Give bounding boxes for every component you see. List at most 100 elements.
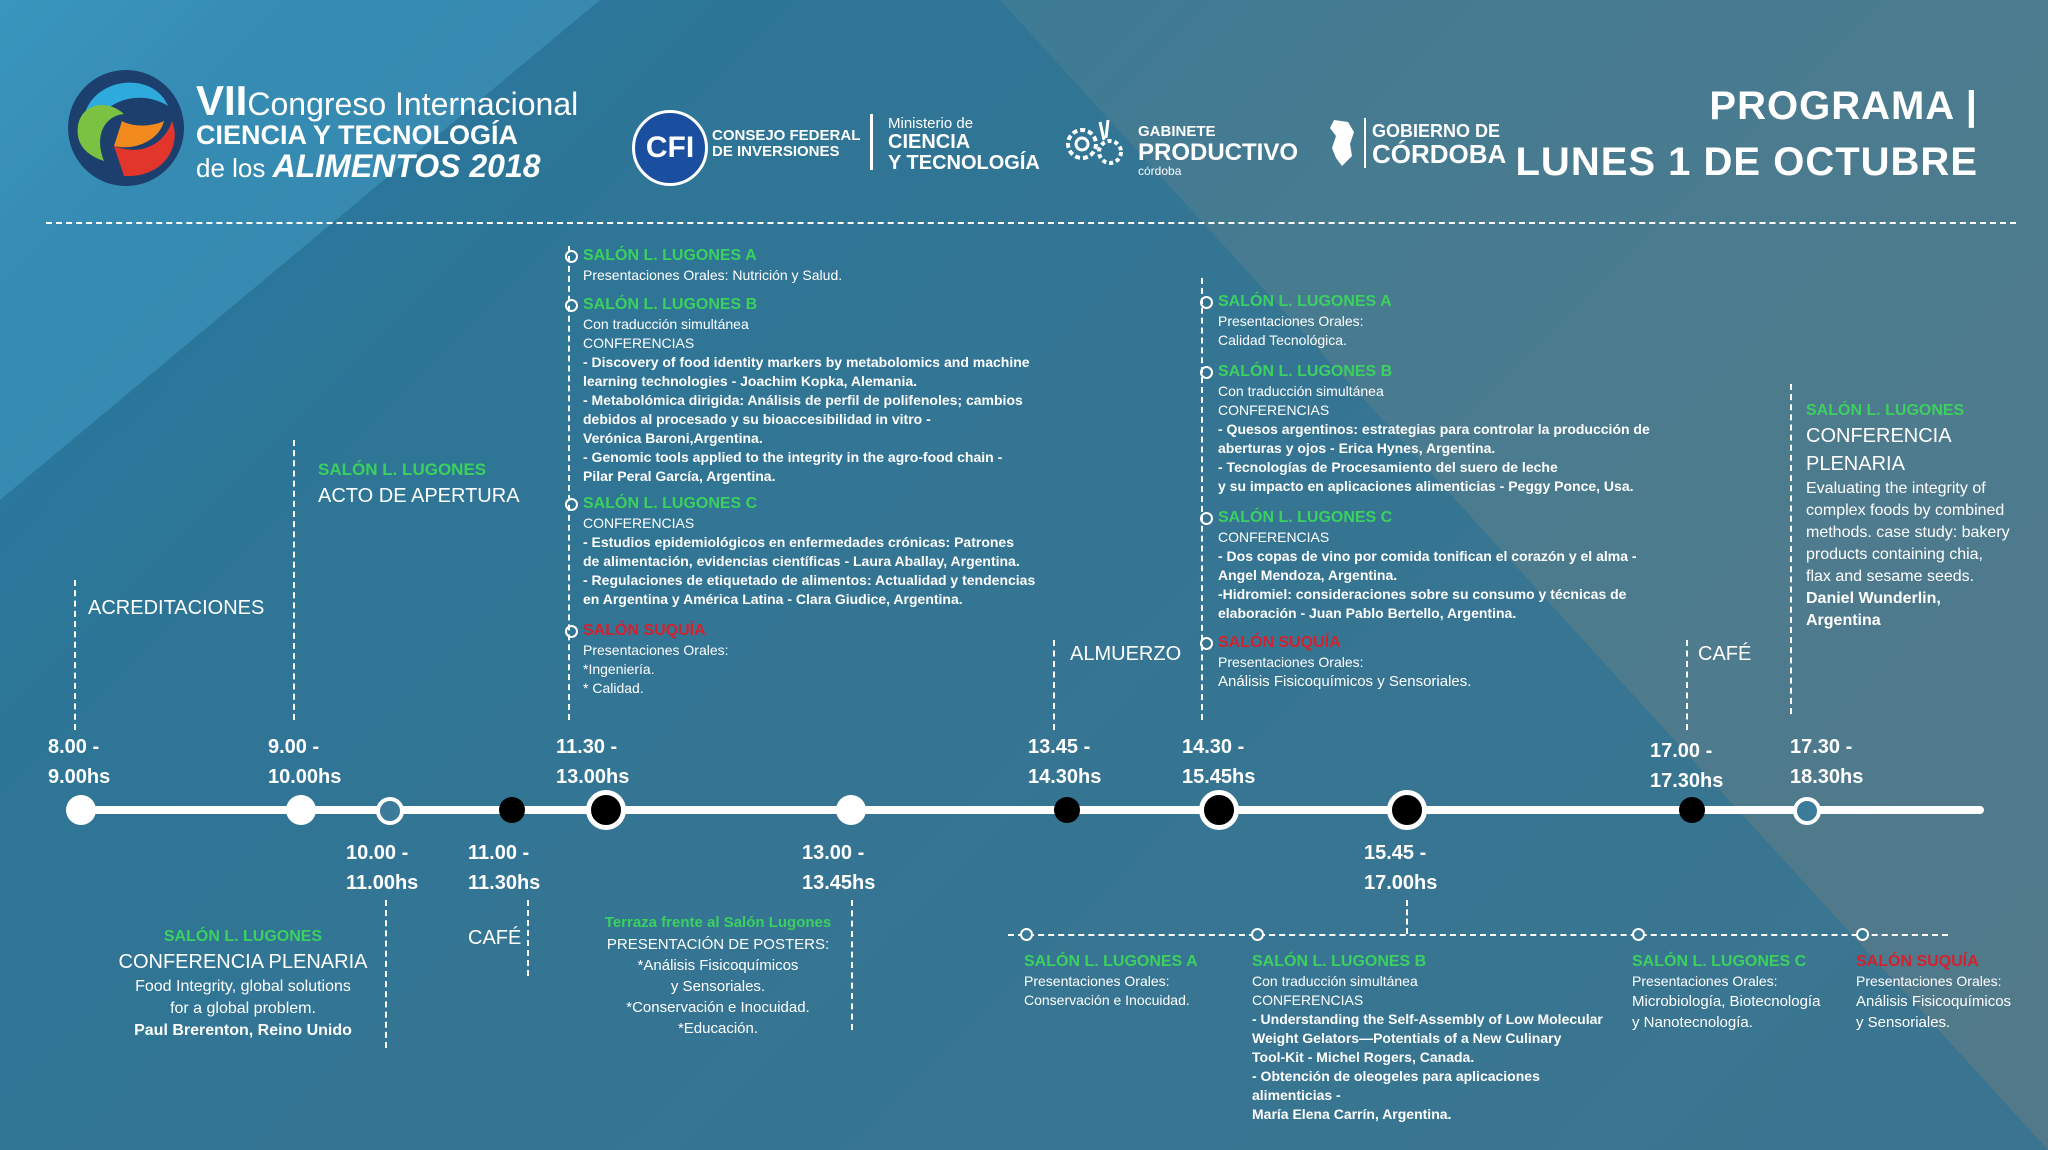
block-1430-b-l6: y su impacto en aplicaciones alimenticia… bbox=[1218, 478, 1634, 494]
timeline-dot-1130 bbox=[586, 790, 626, 830]
event-plenaria2: SALÓN L. LUGONES CONFERENCIA PLENARIA Ev… bbox=[1806, 400, 2036, 632]
time-0900: 9.00 - 10.00hs bbox=[268, 732, 341, 792]
ministerio-text: Ministerio de CIENCIA Y TECNOLOGÍA bbox=[888, 116, 1040, 174]
plenaria2-room: SALÓN L. LUGONES bbox=[1806, 402, 1965, 419]
plenaria1-room: SALÓN L. LUGONES bbox=[163, 928, 323, 945]
block-1430-room-a: SALÓN L. LUGONES A Presentaciones Orales… bbox=[1200, 292, 1688, 350]
time-1300-end: 13.45hs bbox=[802, 872, 876, 894]
logo-numeral: VII bbox=[196, 77, 248, 124]
gobierno-divider bbox=[1364, 118, 1366, 168]
plenaria2-s1: Daniel Wunderlin, bbox=[1806, 590, 1941, 607]
block-1130-s-l2: *Ingeniería. bbox=[583, 661, 655, 677]
logo-line2: CIENCIA Y TECNOLOGÍA bbox=[196, 120, 519, 150]
time-0800-start: 8.00 - bbox=[48, 736, 100, 758]
room-marker-icon bbox=[1251, 928, 1264, 941]
time-1545: 15.45 - 17.00hs bbox=[1364, 838, 1437, 898]
connector-1130 bbox=[568, 246, 570, 720]
block-1130-b-l3: - Discovery of food identity markers by … bbox=[583, 354, 1030, 370]
posters-l4: *Educación. bbox=[677, 1020, 759, 1037]
time-1430: 14.30 -15.45hs bbox=[1182, 732, 1255, 792]
connector-posters bbox=[851, 900, 853, 1030]
block-1545-c-l1: Presentaciones Orales: bbox=[1632, 973, 1778, 989]
time-1300-start: 13.00 - bbox=[802, 842, 865, 864]
ministerio-divider bbox=[870, 114, 873, 170]
block-1130-b-l5: - Metabolómica dirigida: Análisis de per… bbox=[583, 392, 1023, 408]
time-1545-end: 17.00hs bbox=[1364, 872, 1438, 894]
block-1130-b-l4: learning technologies - Joachim Kopka, A… bbox=[583, 373, 918, 389]
block-1130-room-a: SALÓN L. LUGONES A Presentaciones Orales… bbox=[565, 246, 1053, 285]
logo-line3a: de los bbox=[196, 153, 266, 183]
event-plenaria1: SALÓN L. LUGONES CONFERENCIA PLENARIA Fo… bbox=[110, 926, 376, 1042]
posters-room: Terraza frente al Salón Lugones bbox=[604, 914, 832, 931]
event-cafe2: CAFÉ bbox=[1698, 643, 1752, 665]
block-1130-a-l1: Presentaciones Orales: Nutrición y Salud… bbox=[583, 267, 843, 283]
apertura-room: SALÓN L. LUGONES bbox=[318, 460, 487, 479]
block-1545-room-suquia: SALÓN SUQUÍA Presentaciones Orales: Anál… bbox=[1856, 952, 2036, 1033]
timeline-dot-1300 bbox=[836, 795, 866, 825]
block-1130-s-room: SALÓN SUQUÍA bbox=[583, 622, 706, 639]
block-1430-room-c: SALÓN L. LUGONES C CONFERENCIAS - Dos co… bbox=[1200, 508, 1688, 623]
block-1430-b-room: SALÓN L. LUGONES B bbox=[1218, 363, 1393, 380]
plenaria1-title: CONFERENCIA PLENARIA bbox=[118, 951, 368, 973]
connector-1545-horizontal bbox=[1008, 934, 1948, 936]
timeline-dot-1700 bbox=[1679, 797, 1705, 823]
room-marker-icon bbox=[1200, 366, 1213, 379]
block-1130-c-l2: - Estudios epidemiológicos en enfermedad… bbox=[583, 534, 1015, 550]
block-1130-b-room: SALÓN L. LUGONES B bbox=[583, 296, 758, 313]
block-1545-b-l3: - Understanding the Self-Assembly of Low… bbox=[1252, 1011, 1603, 1027]
time-1000: 10.00 -11.00hs bbox=[346, 838, 418, 898]
time-1345-start: 13.45 - bbox=[1028, 736, 1091, 758]
time-0800-end: 9.00hs bbox=[48, 766, 111, 788]
timeline-dot-1000 bbox=[376, 797, 404, 825]
block-1545-b-room: SALÓN L. LUGONES B bbox=[1252, 953, 1427, 970]
connector-1545 bbox=[1406, 900, 1408, 934]
timeline-dot-1345 bbox=[1054, 797, 1080, 823]
block-1545-b-l1: Con traducción simultánea bbox=[1252, 973, 1418, 989]
plenaria2-title1: CONFERENCIA bbox=[1806, 425, 1952, 447]
block-1430-b-l5: - Tecnologías de Procesamiento del suero… bbox=[1218, 459, 1558, 475]
plenaria2-d3: methods. case study: bakery bbox=[1806, 524, 2010, 541]
time-1700-start: 17.00 - bbox=[1650, 740, 1713, 762]
block-1545-room-c: SALÓN L. LUGONES C Presentaciones Orales… bbox=[1632, 952, 1852, 1033]
timeline-dot-1100 bbox=[499, 797, 525, 823]
plenaria1-desc1: Food Integrity, global solutions bbox=[135, 978, 351, 995]
time-1100-end: 11.30hs bbox=[468, 872, 541, 894]
block-1130-s-l3: * Calidad. bbox=[583, 680, 644, 696]
time-1130: 11.30 -13.00hs bbox=[556, 732, 629, 792]
block-1130-c-l4: - Regulaciones de etiquetado de alimento… bbox=[583, 572, 1036, 588]
block-1130-c-l3: de alimentación, evidencias científicas … bbox=[583, 553, 1020, 569]
room-marker-icon bbox=[565, 250, 578, 263]
time-0900-start: 9.00 - bbox=[268, 736, 320, 758]
block-1545-c-room: SALÓN L. LUGONES C bbox=[1632, 953, 1807, 970]
timeline-bar bbox=[66, 806, 1984, 814]
time-1730-start: 17.30 - bbox=[1790, 736, 1853, 758]
block-1130-b-l6: debidos al procesado y su bioaccesibilid… bbox=[583, 411, 931, 427]
block-1430-b-l2: CONFERENCIAS bbox=[1218, 402, 1330, 418]
block-1430-c-l5: elaboración - Juan Pablo Bertello, Argen… bbox=[1218, 605, 1517, 621]
plenaria2-d1: Evaluating the integrity of bbox=[1806, 480, 1986, 497]
block-1430-room-b: SALÓN L. LUGONES B Con traducción simult… bbox=[1200, 362, 1688, 496]
block-1130-b-l9: Pilar Peral García, Argentina. bbox=[583, 468, 776, 484]
gabinete-text: GABINETE PRODUCTIVO córdoba bbox=[1138, 124, 1298, 178]
block-1430-room-suquia: SALÓN SUQUÍA Presentaciones Orales: Anál… bbox=[1200, 633, 1688, 691]
block-1545-s-l2: Análisis Fisicoquímicos bbox=[1856, 993, 2012, 1010]
logo-line3b: ALIMENTOS 2018 bbox=[272, 148, 541, 184]
block-1430-c-l3: Angel Mendoza, Argentina. bbox=[1218, 567, 1398, 583]
block-1130-b-l7: Verónica Baroni,Argentina. bbox=[583, 430, 763, 446]
block-1545-c-l2: Microbiología, Biotecnología bbox=[1632, 993, 1821, 1010]
time-1545-start: 15.45 - bbox=[1364, 842, 1427, 864]
time-1700-end: 17.30hs bbox=[1650, 770, 1724, 792]
block-1130: SALÓN L. LUGONES A Presentaciones Orales… bbox=[565, 246, 1053, 704]
connector-plenaria1 bbox=[385, 900, 387, 1048]
plenaria2-d4: products containing chia, bbox=[1806, 546, 1983, 563]
block-1130-b-l8: - Genomic tools applied to the integrity… bbox=[583, 449, 1003, 465]
timeline-dot-0800 bbox=[66, 795, 96, 825]
time-1100-start: 11.00 - bbox=[468, 842, 530, 864]
cfi-text: CONSEJO FEDERAL DE INVERSIONES bbox=[712, 128, 860, 160]
room-marker-icon bbox=[1200, 637, 1213, 650]
time-0900-end: 10.00hs bbox=[268, 766, 342, 788]
room-marker-icon bbox=[565, 498, 578, 511]
block-1430-s-room: SALÓN SUQUÍA bbox=[1218, 634, 1341, 651]
block-1430-b-l3: - Quesos argentinos: estrategias para co… bbox=[1218, 421, 1650, 437]
connector-acreditaciones bbox=[74, 580, 76, 730]
